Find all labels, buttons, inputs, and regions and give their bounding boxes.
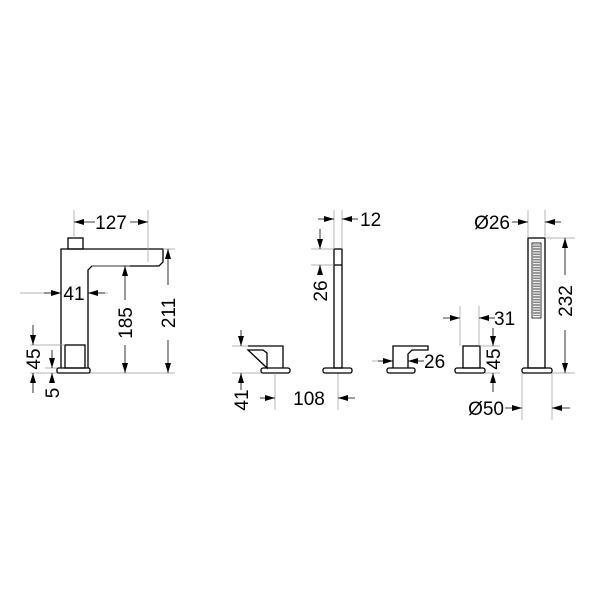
dim-mixer-base-thickness: 5 <box>43 388 64 399</box>
dim-spout-tip-length: 26 <box>311 280 332 301</box>
dim-mixer-total-height: 211 <box>159 298 180 328</box>
mixer-base <box>56 367 91 374</box>
diverter: 31 45 <box>443 306 515 392</box>
dim-hand-shower-diameter: Ø26 <box>474 213 510 234</box>
spout: 12 26 <box>311 210 381 374</box>
spout-pipe <box>333 248 343 369</box>
dim-lever-width: 26 <box>424 352 445 373</box>
dim-mixer-body-width: 41 <box>63 284 84 305</box>
lever-right: 26 <box>372 345 445 374</box>
spout-base <box>322 367 353 374</box>
dim-spout-diameter: 12 <box>360 210 381 231</box>
dim-diverter-height: 45 <box>484 348 505 369</box>
lever-right-base <box>386 367 416 374</box>
dim-hand-shower-length: 232 <box>556 285 577 317</box>
dim-lever-height: 41 <box>232 389 253 410</box>
hand-shower-spray-face <box>531 242 542 319</box>
dim-lever-spacing: 108 <box>293 389 325 410</box>
lever-left-handle <box>246 345 284 370</box>
hand-shower: Ø26 232 Ø50 <box>468 210 577 420</box>
dim-hand-shower-base-diameter: Ø50 <box>468 399 504 420</box>
diverter-body <box>462 345 481 369</box>
lever-left: 41 108 <box>232 330 355 411</box>
hand-shower-base <box>521 367 553 374</box>
basin-mixer: 127 41 185 211 45 5 <box>20 210 180 398</box>
dim-mixer-spout-reach: 127 <box>95 213 127 234</box>
lever-left-base <box>260 367 291 374</box>
diverter-base <box>454 367 486 374</box>
dim-mixer-spout-height: 185 <box>116 307 137 339</box>
lever-right-handle <box>392 345 429 368</box>
mixer-lower-block <box>64 344 86 369</box>
dim-mixer-lower-block-height: 45 <box>24 348 45 369</box>
mixer-button <box>67 237 84 250</box>
dim-diverter-width: 31 <box>494 309 515 330</box>
mixer-body <box>60 248 164 368</box>
hand-shower-nozzle-pattern <box>533 244 540 316</box>
